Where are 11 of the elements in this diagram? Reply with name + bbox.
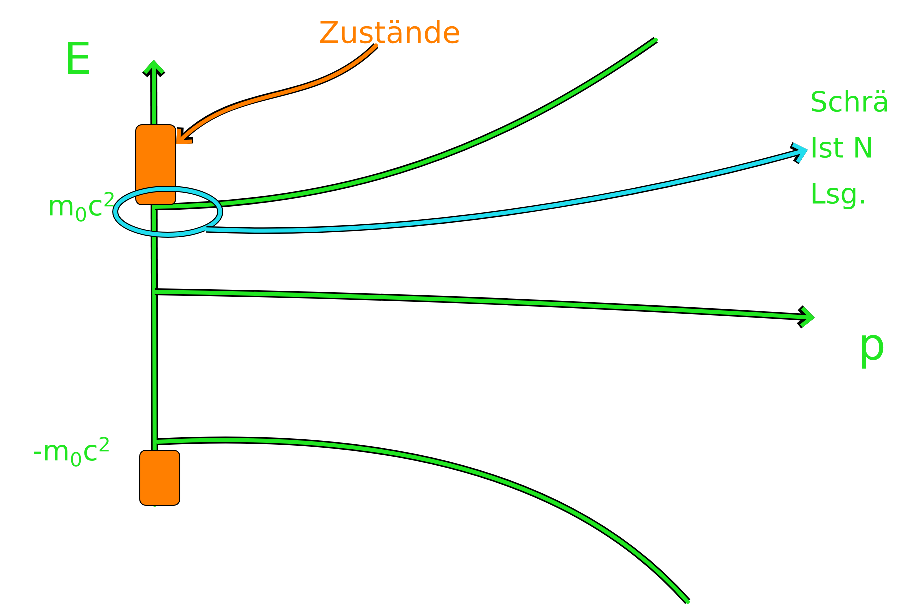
axis-label: -m$_{0}$c$^{2}$ (34, 437, 109, 467)
arrow (176, 43, 378, 145)
state-band (140, 450, 180, 506)
handwritten-text: Zustände (320, 20, 460, 44)
axis-label: m$_{0}$c$^{2}$ (50, 192, 114, 222)
state-band (136, 124, 176, 206)
arrow (204, 142, 808, 234)
highlight-ellipse (112, 186, 224, 238)
axis-label: p (862, 335, 884, 369)
axis-label: E (68, 42, 90, 74)
handwritten-text: Schrä Ist N Lsg. (812, 90, 888, 210)
